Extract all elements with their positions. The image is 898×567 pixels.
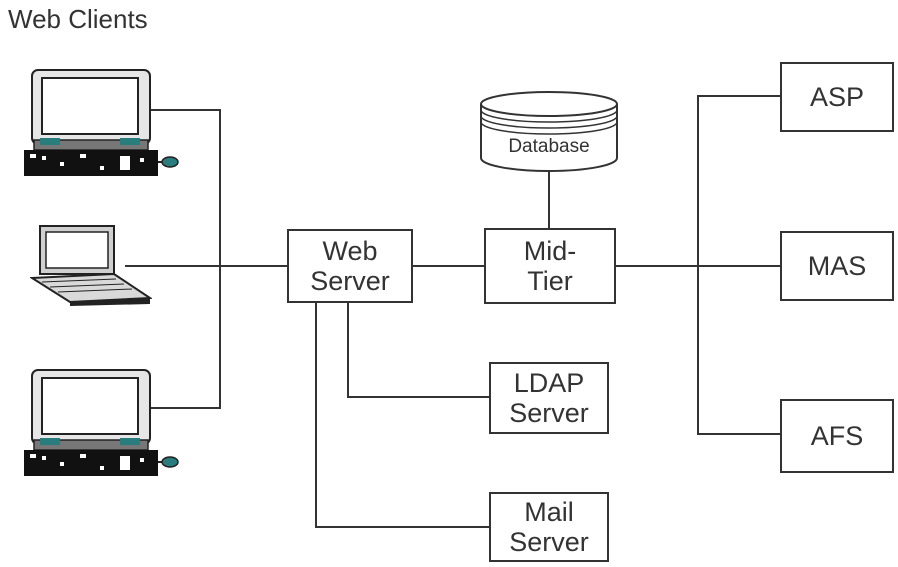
database-cylinder-icon [480,91,618,172]
laptop-icon [30,225,152,306]
ldap-server-box: LDAP Server [489,362,609,434]
connector-web-ldap [347,303,489,398]
connector-right-bus [697,95,780,435]
desktop-computer-icon [24,369,179,476]
database-label: Database [508,136,590,157]
connector-client-top [135,109,221,409]
mid-tier-box: Mid- Tier [484,228,616,304]
mas-box: MAS [780,231,894,301]
web-server-box: Web Server [287,229,413,303]
asp-box: ASP [780,62,894,132]
desktop-computer-icon [24,69,179,176]
mail-server-box: Mail Server [489,492,609,562]
afs-box: AFS [780,399,894,473]
diagram-title: Web Clients [8,4,148,34]
connector-web-mail [315,303,489,528]
